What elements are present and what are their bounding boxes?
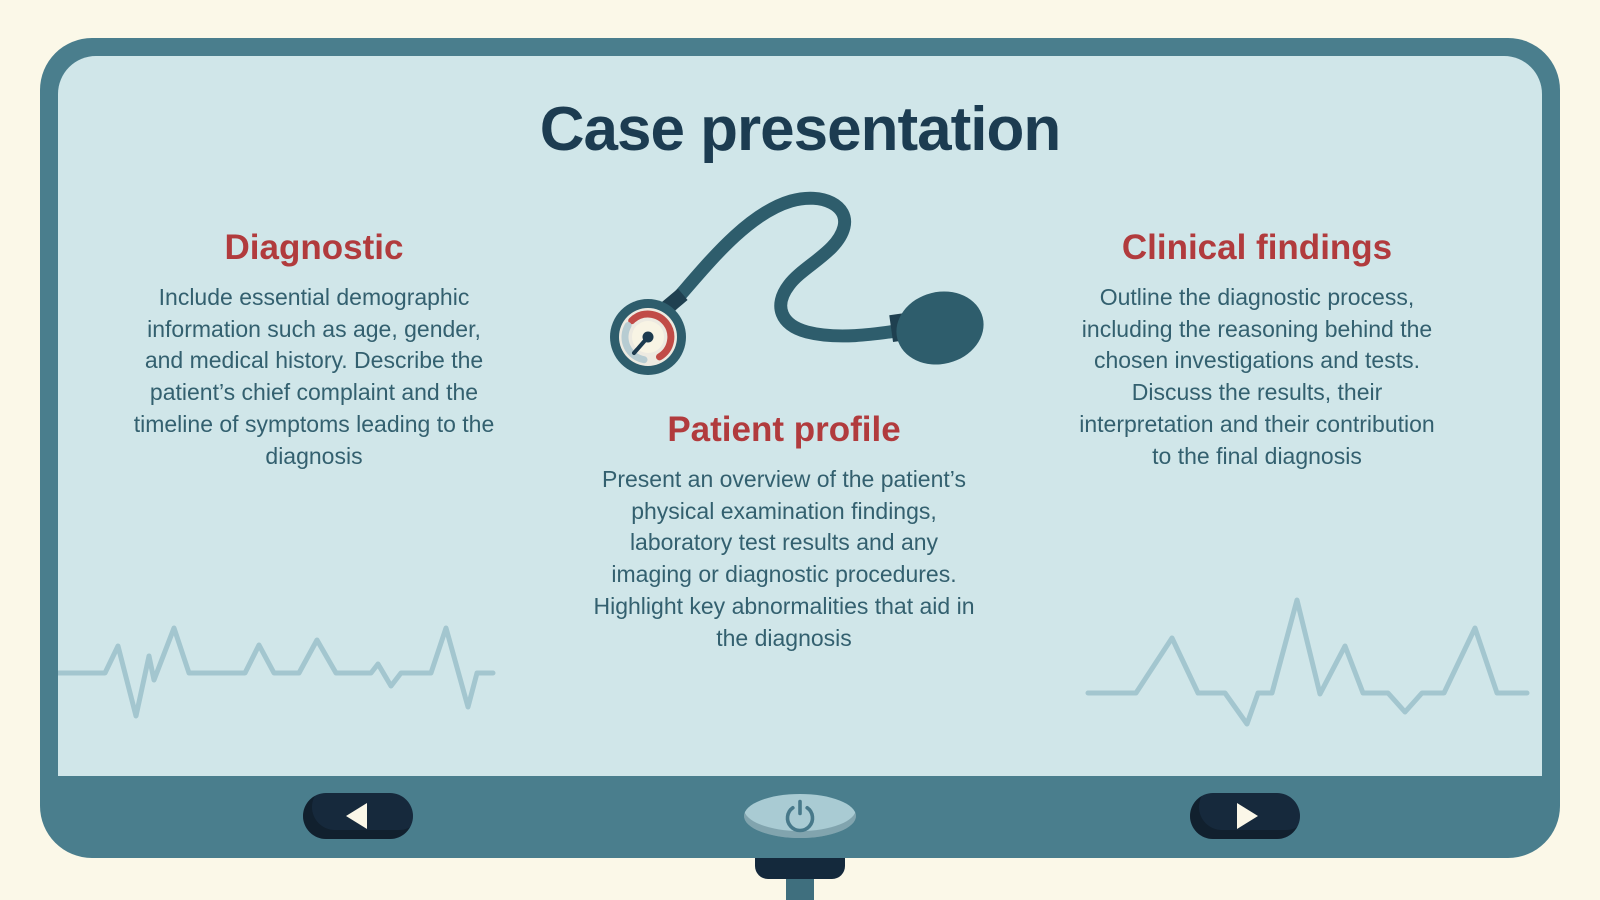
ecg-line-left-icon: [58, 625, 496, 719]
column-heading: Diagnostic: [224, 228, 404, 267]
power-icon: [785, 799, 815, 833]
monitor-stand-cap: [755, 858, 845, 879]
power-button[interactable]: [744, 794, 856, 838]
sphygmomanometer-icon: [610, 191, 984, 375]
column-heading: Patient profile: [667, 410, 901, 449]
triangle-left-icon: [345, 803, 367, 829]
column-heading: Clinical findings: [1121, 228, 1393, 267]
column-body: Outline the diagnostic process, includin…: [1079, 284, 1435, 469]
column-body: Present an overview of the patient’s phy…: [593, 466, 975, 651]
column-clinical-findings: Clinical findings Outline the diagnostic…: [1072, 228, 1442, 472]
triangle-right-icon: [1236, 803, 1258, 829]
slide-screen: Case presentation Diagnostic Include ess…: [58, 56, 1542, 776]
next-button[interactable]: [1190, 793, 1300, 839]
prev-button[interactable]: [303, 793, 413, 839]
column-body: Include essential demographic informatio…: [133, 284, 495, 469]
monitor-frame: Case presentation Diagnostic Include ess…: [40, 38, 1560, 858]
column-patient-profile: Patient profile Present an overview of t…: [592, 410, 976, 654]
ecg-line-right-icon: [1085, 597, 1530, 727]
page-title: Case presentation: [539, 95, 1062, 164]
column-diagnostic: Diagnostic Include essential demographic…: [126, 228, 502, 472]
